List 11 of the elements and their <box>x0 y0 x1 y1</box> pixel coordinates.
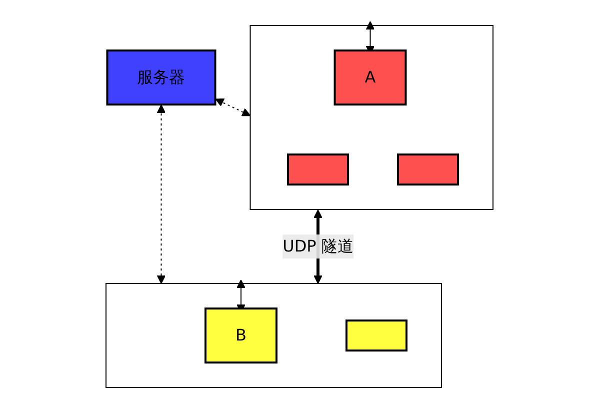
arrow <box>214 98 250 116</box>
arrow <box>156 104 166 284</box>
node-box: A <box>333 50 406 106</box>
node-box <box>286 154 348 186</box>
node-box: 服务器 <box>106 50 216 106</box>
node-box <box>344 320 407 352</box>
edge-label: UDP 隧道 <box>282 236 353 256</box>
cluster <box>105 283 442 388</box>
cluster <box>249 25 493 210</box>
node-box: B <box>204 308 277 364</box>
node-box <box>396 154 458 186</box>
